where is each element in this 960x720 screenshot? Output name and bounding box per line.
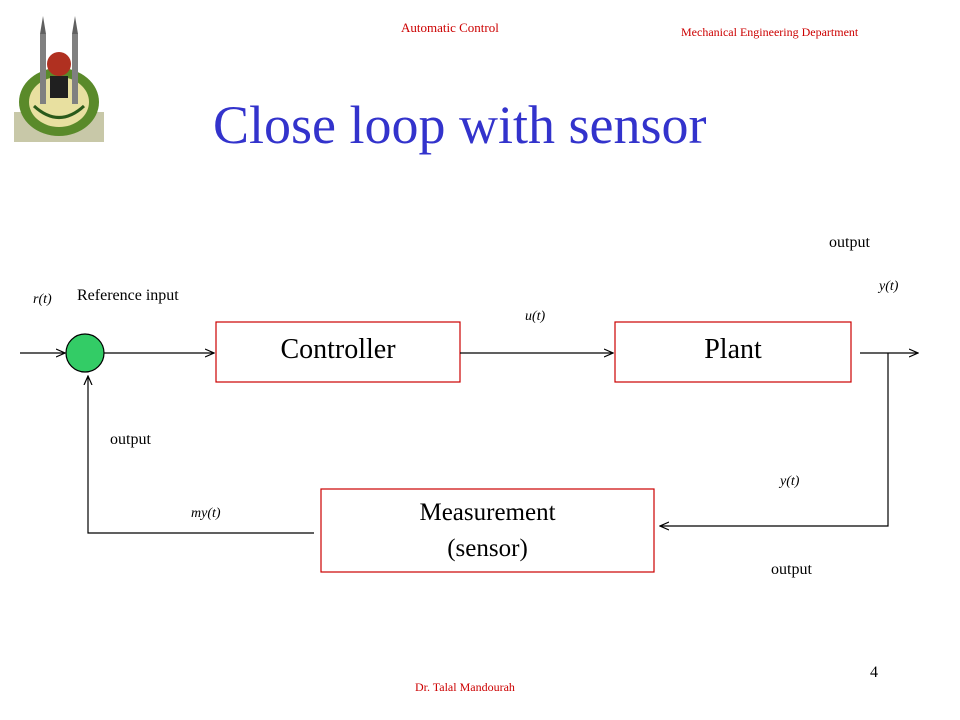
measured-output-symbol: my(t) — [191, 506, 221, 521]
reference-symbol: r(t) — [33, 292, 52, 307]
control-signal-symbol: u(t) — [525, 309, 546, 324]
plant-label: Plant — [704, 334, 762, 365]
output-right-symbol: y(t) — [780, 474, 800, 489]
page-number: 4 — [870, 664, 878, 681]
department-header: Mechanical Engineering Department — [681, 25, 859, 39]
author-footer: Dr. Talal Mandourah — [415, 680, 515, 694]
course-header: Automatic Control — [401, 20, 499, 35]
controller-block — [215, 321, 461, 383]
reference-input-label: Reference input — [77, 287, 179, 304]
measured-feedback-line — [88, 376, 314, 534]
controller-label: Controller — [280, 334, 396, 365]
output-top-label: output — [829, 234, 870, 251]
output-top-symbol: y(t) — [879, 279, 899, 294]
university-logo — [14, 14, 104, 142]
summing-junction — [65, 333, 105, 373]
slide-title: Close loop with sensor — [213, 95, 707, 155]
output-right-label: output — [771, 561, 812, 578]
feedback-output-label: output — [110, 431, 151, 448]
output-feedback-line — [660, 353, 889, 526]
plant-block — [614, 321, 852, 383]
measurement-label-line2: (sensor) — [447, 535, 528, 562]
measurement-label-line1: Measurement — [419, 499, 556, 526]
measurement-block — [320, 488, 655, 573]
